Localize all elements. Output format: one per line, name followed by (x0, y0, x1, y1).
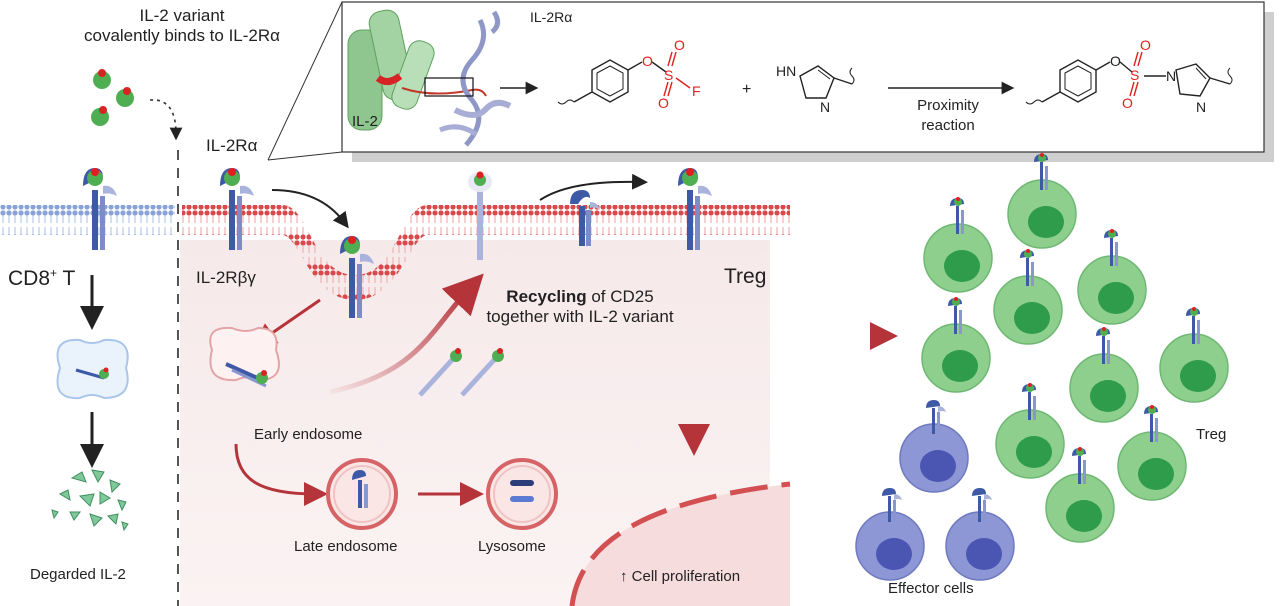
atom-n: N (1196, 99, 1206, 115)
treg-cell (923, 196, 993, 293)
recycling-arrow (329, 273, 484, 395)
atom-n: N (1166, 68, 1176, 84)
internalization-arrow (271, 189, 349, 229)
atom-o: O (658, 95, 669, 111)
treg-cell (1077, 228, 1147, 325)
sulfonyl-imidazole-product (1025, 51, 1233, 105)
atom-s: S (1130, 67, 1139, 83)
cd8-endosome (56, 338, 129, 400)
protein-structure (343, 3, 512, 151)
proximity-label-1: Proximity (917, 97, 979, 114)
effector-cell (899, 399, 969, 493)
title-line-2: covalently binds to IL-2Rα (84, 26, 280, 46)
cell-proliferation-label: ↑ Cell proliferation (620, 568, 740, 586)
recycle-top-arrow (539, 173, 648, 201)
atom-o: O (674, 37, 685, 53)
recycling-rest: of CD25 (586, 287, 654, 306)
proximity-label-2: reaction (921, 117, 974, 134)
atom-f: F (692, 83, 701, 99)
treg-cell (1069, 326, 1139, 423)
treg-cell (993, 248, 1063, 345)
binding-arrow (149, 99, 183, 141)
late-endosome-label: Late endosome (294, 538, 398, 555)
recycling-bold: Recycling (506, 287, 587, 306)
cd8-t-label: CD8+ T (8, 266, 75, 291)
aryl-fluorosulfate (557, 51, 691, 105)
to-late-endosome-arrow (234, 443, 328, 506)
atom-s: S (664, 67, 673, 83)
imidazole (799, 65, 855, 99)
inset-il2-label: IL-2 (352, 113, 378, 130)
up-arrow-icon: ↑ (620, 568, 628, 585)
zoom-line (267, 1, 343, 161)
atom-o: O (1140, 37, 1151, 53)
chemistry-inset: IL-2Rα IL-2 O S O O F + (267, 1, 1274, 162)
cd8-suffix: T (57, 267, 76, 290)
effector-cell-population (855, 399, 1015, 581)
recycling-line-2: together with IL-2 variant (486, 307, 674, 327)
early-endosome-label: Early endosome (254, 426, 363, 443)
nucleus-edge (569, 481, 791, 606)
cd8-text: CD8 (8, 267, 51, 290)
il2rbg-label: IL-2Rβγ (196, 268, 256, 287)
expansion-arrow-head (870, 322, 898, 350)
atom-o: O (642, 53, 653, 69)
il2ra-label: IL-2Rα (206, 136, 258, 155)
inset-receptor-label: IL-2Rα (530, 9, 572, 25)
degraded-fragments (51, 469, 129, 532)
cd8-superscript: + (50, 266, 58, 280)
lysosome-label: Lysosome (478, 538, 546, 555)
treg-cell (1007, 152, 1077, 249)
effector-cell (855, 487, 925, 581)
early-endosome (209, 326, 280, 388)
free-cd25-variants (418, 348, 504, 397)
zoom-line (267, 151, 343, 161)
plus-sign: + (742, 81, 751, 98)
effector-cell (945, 487, 1015, 581)
treg-cell-population (921, 152, 1229, 543)
treg-membrane-label: Treg (724, 265, 767, 288)
cell-proliferation-text: Cell proliferation (631, 568, 741, 585)
treg-cell (1117, 404, 1187, 501)
cd25-alone (468, 171, 492, 260)
atom-hn: HN (776, 63, 796, 79)
title-block: IL-2 variant covalently binds to IL-2Rα (72, 6, 292, 47)
title-line-1: IL-2 variant (139, 6, 225, 25)
il2r-beta-gamma (570, 190, 600, 246)
atom-o: O (1122, 95, 1133, 111)
treg-cell (1159, 306, 1229, 403)
lysosome (486, 458, 558, 530)
atom-n: N (820, 99, 830, 115)
recycling-label: Recycling of CD25 together with IL-2 var… (452, 287, 708, 328)
degraded-il2-label: Degarded IL-2 (30, 566, 126, 583)
effector-cells-label: Effector cells (888, 580, 974, 597)
cd8-membrane (0, 205, 175, 235)
il2-variant-molecules (91, 69, 134, 126)
treg-cell (921, 296, 991, 393)
atom-o: O (1110, 53, 1121, 69)
late-endosome (326, 458, 398, 530)
treg-cell (995, 382, 1065, 479)
treg-population-label: Treg (1196, 426, 1227, 443)
